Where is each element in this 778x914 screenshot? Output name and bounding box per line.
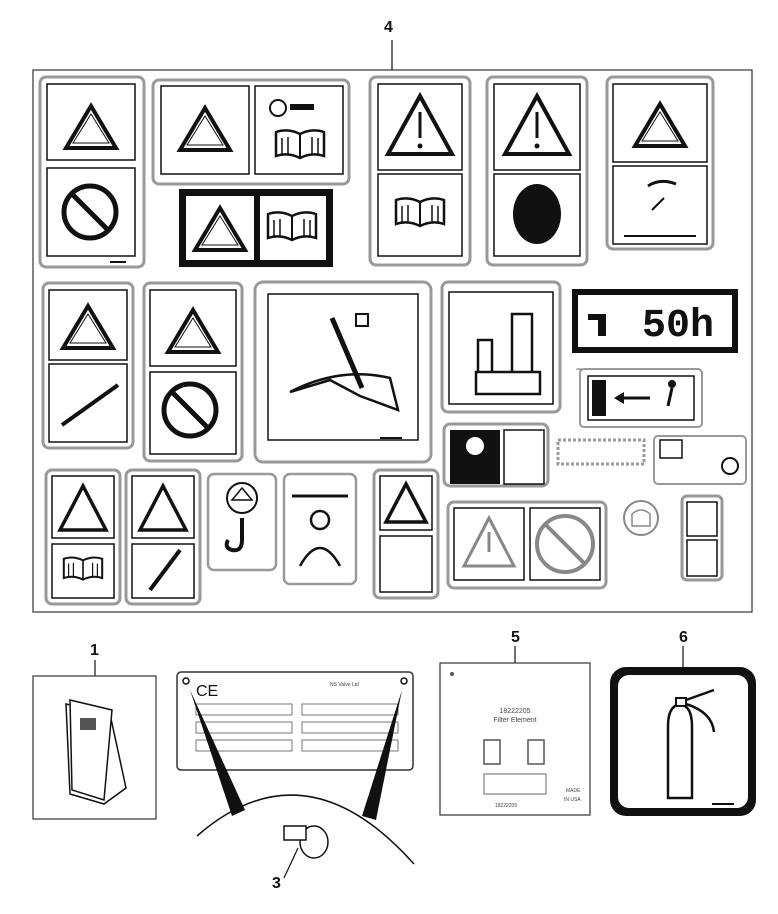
decal-transport-manual bbox=[653, 435, 747, 485]
decal-falling-hazard-tool bbox=[41, 281, 135, 450]
decal-warning-no-step bbox=[446, 500, 608, 590]
decal-general-warning-manual bbox=[368, 75, 472, 267]
decal-battery-tool bbox=[124, 468, 202, 606]
decal-tie-down bbox=[282, 472, 358, 586]
decal-round-indicator bbox=[623, 500, 659, 536]
decal-entanglement-manual bbox=[151, 78, 351, 186]
decal-manual-operator bbox=[680, 494, 724, 582]
decal-crush-manual bbox=[179, 189, 333, 267]
decal-falling-object-warning bbox=[38, 75, 146, 269]
decal-hook-lift bbox=[206, 472, 278, 572]
decal-crush-no-entry bbox=[142, 281, 244, 463]
decal-joystick-lock bbox=[440, 280, 562, 414]
callout-4-number: 4 bbox=[384, 19, 393, 36]
decal-50h-service: 50h bbox=[572, 289, 738, 353]
rivet-assembly bbox=[190, 690, 415, 879]
ce-plate: CE NS Valve Ltd bbox=[176, 671, 414, 771]
decal-emergency-exit bbox=[579, 368, 703, 428]
callout-6-number: 6 bbox=[679, 629, 688, 646]
decal-lift-point bbox=[442, 422, 550, 488]
filter-in-usa: IN USA bbox=[564, 797, 581, 803]
plate-maker-line: NS Valve Ltd bbox=[330, 682, 359, 688]
decal-hearing-protection bbox=[485, 75, 589, 267]
decal-hazard-stripe bbox=[556, 438, 646, 466]
filter-small-code: 18222205 bbox=[495, 803, 517, 809]
decal-hot-surface bbox=[605, 75, 715, 251]
filter-element-label: 18222205 Filter Element MADE IN USA 1822… bbox=[439, 662, 591, 816]
ce-mark: CE bbox=[196, 683, 218, 700]
filter-part-number: 18222205 bbox=[499, 708, 530, 715]
service-interval-text: 50h bbox=[642, 304, 714, 349]
callout-5-number: 5 bbox=[511, 629, 520, 646]
decal-boom-lock bbox=[253, 280, 433, 464]
decal-crush-foot bbox=[44, 468, 122, 606]
filter-made: MADE bbox=[566, 788, 581, 794]
decal-rotate-manual bbox=[372, 468, 440, 600]
callout-3-number: 3 bbox=[272, 875, 281, 892]
operator-manual-book bbox=[32, 675, 157, 820]
fire-extinguisher-sign bbox=[610, 667, 756, 816]
callout-1-number: 1 bbox=[90, 642, 99, 659]
filter-title: Filter Element bbox=[493, 717, 536, 724]
